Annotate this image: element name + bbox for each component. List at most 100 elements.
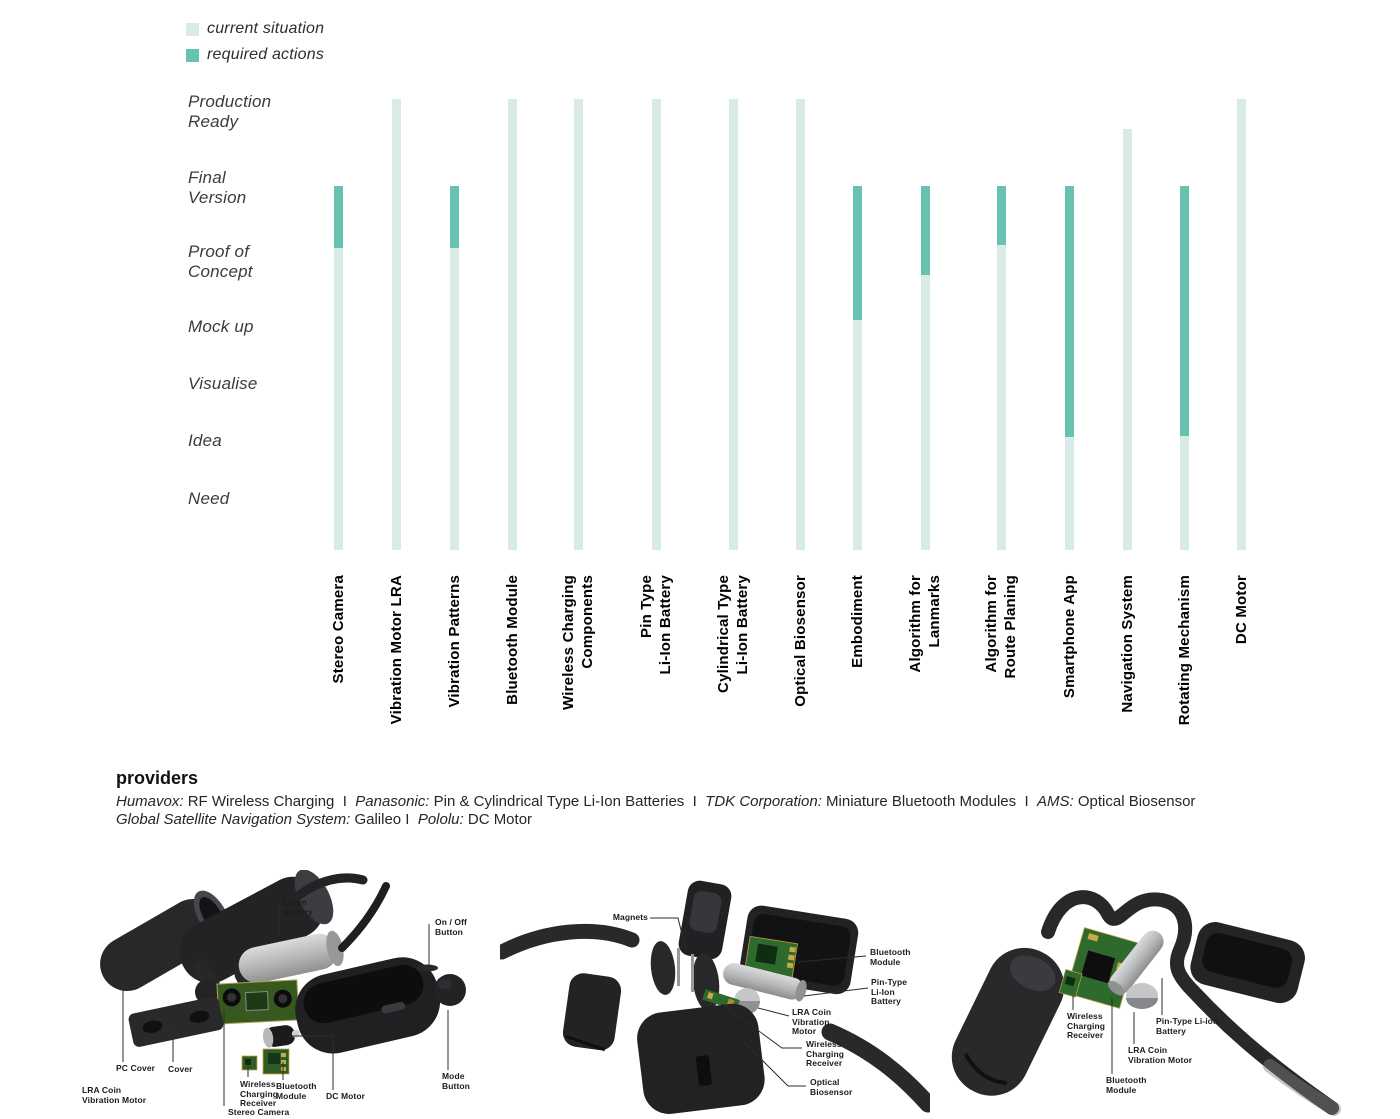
- magnet-part: [691, 954, 694, 992]
- bar-current-segment: [333, 248, 343, 550]
- diagram-part-label: Bluetooth Module: [870, 947, 911, 967]
- strap-end-part: [338, 882, 390, 952]
- bar-current-segment: [728, 99, 738, 550]
- li-ion-battery-part: [238, 930, 344, 984]
- wireless-receiver-part: [241, 1055, 258, 1071]
- bar-current-segment: [996, 245, 1006, 550]
- bar-current-segment: [795, 99, 805, 550]
- category-label: Optical Biosensor: [791, 575, 809, 707]
- diagram-part-label: Wireless Charging Receiver: [806, 1039, 845, 1068]
- category-label: Cylindrical Type Li-Ion Battery: [715, 575, 751, 693]
- provider-detail: Optical Biosensor: [1073, 793, 1196, 810]
- category-label: Navigation System: [1118, 575, 1136, 713]
- provider-name: TDK Corporation:: [705, 793, 822, 810]
- category-label: Stereo Camera: [329, 575, 347, 684]
- bar-action-segment: [920, 186, 930, 275]
- diagram-part-label: Wireless Charging Receiver: [240, 1079, 279, 1108]
- bar-current-segment: [1236, 99, 1246, 550]
- strap-right-part: [821, 1023, 930, 1113]
- diagram-part-label: Magnets: [612, 912, 648, 922]
- category-label: Algorithm for Route Planing: [983, 575, 1019, 679]
- diagram-part-label: Cover: [168, 1064, 193, 1074]
- bluetooth-module-part: [262, 1048, 290, 1075]
- pin-battery-part: [1107, 930, 1164, 996]
- category-label: Embodiment: [848, 575, 866, 668]
- magnet-part: [677, 948, 680, 986]
- stage-label: Proof of Concept: [188, 242, 253, 281]
- bar-current-segment: [573, 99, 583, 550]
- bar-action-segment: [852, 186, 862, 320]
- legend-swatch-required: [186, 48, 199, 62]
- diagram-part-label: Li-Ion Battery: [283, 897, 313, 917]
- bar-action-segment: [333, 186, 343, 248]
- category-label: Vibration Patterns: [445, 575, 463, 708]
- legend-label: current situation: [207, 20, 325, 37]
- dc-motor-part: [262, 1025, 300, 1048]
- legend-label: required actions: [207, 46, 325, 63]
- diagram-part-label: On / Off Button: [435, 917, 467, 937]
- oval-disc-part: [650, 941, 676, 995]
- provider-name: Panasonic:: [355, 793, 430, 810]
- providers-line: Global Satellite Navigation System: Gali…: [116, 811, 532, 828]
- providers-line: Humavox: RF Wireless Charging I Panasoni…: [116, 793, 1195, 810]
- bluetooth-module-part: [744, 935, 798, 978]
- mode-button-part: [434, 974, 466, 1006]
- diagram-part-label: Optical Biosensor: [810, 1077, 853, 1097]
- diagram-part-label: Pin-Type Li-Ion Battery: [871, 977, 908, 1006]
- bar-action-segment: [449, 186, 459, 248]
- provider-name: AMS:: [1037, 793, 1074, 810]
- left-shell-part: [951, 947, 1065, 1096]
- diagram-part-label: LRA Coin Vibration Motor: [82, 1085, 147, 1105]
- diagram-part-label: Pin-Type Li-ion Battery: [1156, 1016, 1219, 1036]
- strap-part: [1041, 890, 1339, 1115]
- bar-current-segment: [852, 320, 862, 550]
- stage-label: Need: [188, 489, 230, 508]
- diagram-part-label: Stereo Camera: [228, 1107, 290, 1117]
- stage-label: Mock up: [188, 317, 254, 336]
- stage-label: Visualise: [188, 374, 258, 393]
- category-label: Bluetooth Module: [503, 575, 521, 705]
- cover-bracket-part: [128, 996, 224, 1047]
- category-label: Algorithm for Lanmarks: [907, 575, 943, 673]
- bar-current-segment: [507, 99, 517, 550]
- diagram-part-label: Bluetooth Module: [276, 1081, 317, 1101]
- bar-action-segment: [996, 186, 1006, 245]
- top-shell-part: [678, 880, 732, 960]
- category-label: Vibration Motor LRA: [387, 575, 405, 725]
- legend-item: required actions: [186, 46, 324, 64]
- category-label: Smartphone App: [1060, 575, 1078, 699]
- leader-lines: [122, 906, 449, 1106]
- diagram-part-label: Mode Button: [442, 1071, 470, 1091]
- bar-action-segment: [1179, 186, 1189, 436]
- provider-detail: Galileo I: [350, 811, 418, 828]
- provider-detail: Miniature Bluetooth Modules I: [821, 793, 1037, 810]
- legend-item: current situation: [186, 20, 324, 38]
- bar-current-segment: [1064, 437, 1074, 550]
- category-label: DC Motor: [1232, 575, 1250, 645]
- pin-battery-part: [723, 963, 807, 1002]
- bar-current-segment: [391, 99, 401, 550]
- strap-part: [261, 873, 368, 935]
- stage-label: Final Version: [188, 168, 247, 207]
- providers-heading: providers: [116, 768, 199, 788]
- left-shell-part: [562, 973, 622, 1052]
- coin-motor-part: [1126, 983, 1158, 1009]
- provider-name: Global Satellite Navigation System:: [116, 811, 351, 828]
- on-off-button-part: [416, 964, 438, 972]
- bar-action-segment: [1064, 186, 1074, 437]
- exploded-view-right-illustration: [951, 890, 1341, 1116]
- stage-label: Idea: [188, 431, 222, 450]
- bar-current-segment: [651, 99, 661, 550]
- stereo-camera-board-part: [216, 979, 300, 1025]
- bottom-housing-part: [637, 1003, 765, 1114]
- category-label: Rotating Mechanism: [1175, 575, 1193, 726]
- strap-fade-part: [1263, 1059, 1341, 1116]
- diagram-part-label: Bluetooth Module: [1106, 1075, 1147, 1095]
- provider-name: Humavox:: [116, 793, 184, 810]
- bar-current-segment: [449, 248, 459, 550]
- category-label: Pin Type Li-Ion Battery: [638, 575, 674, 675]
